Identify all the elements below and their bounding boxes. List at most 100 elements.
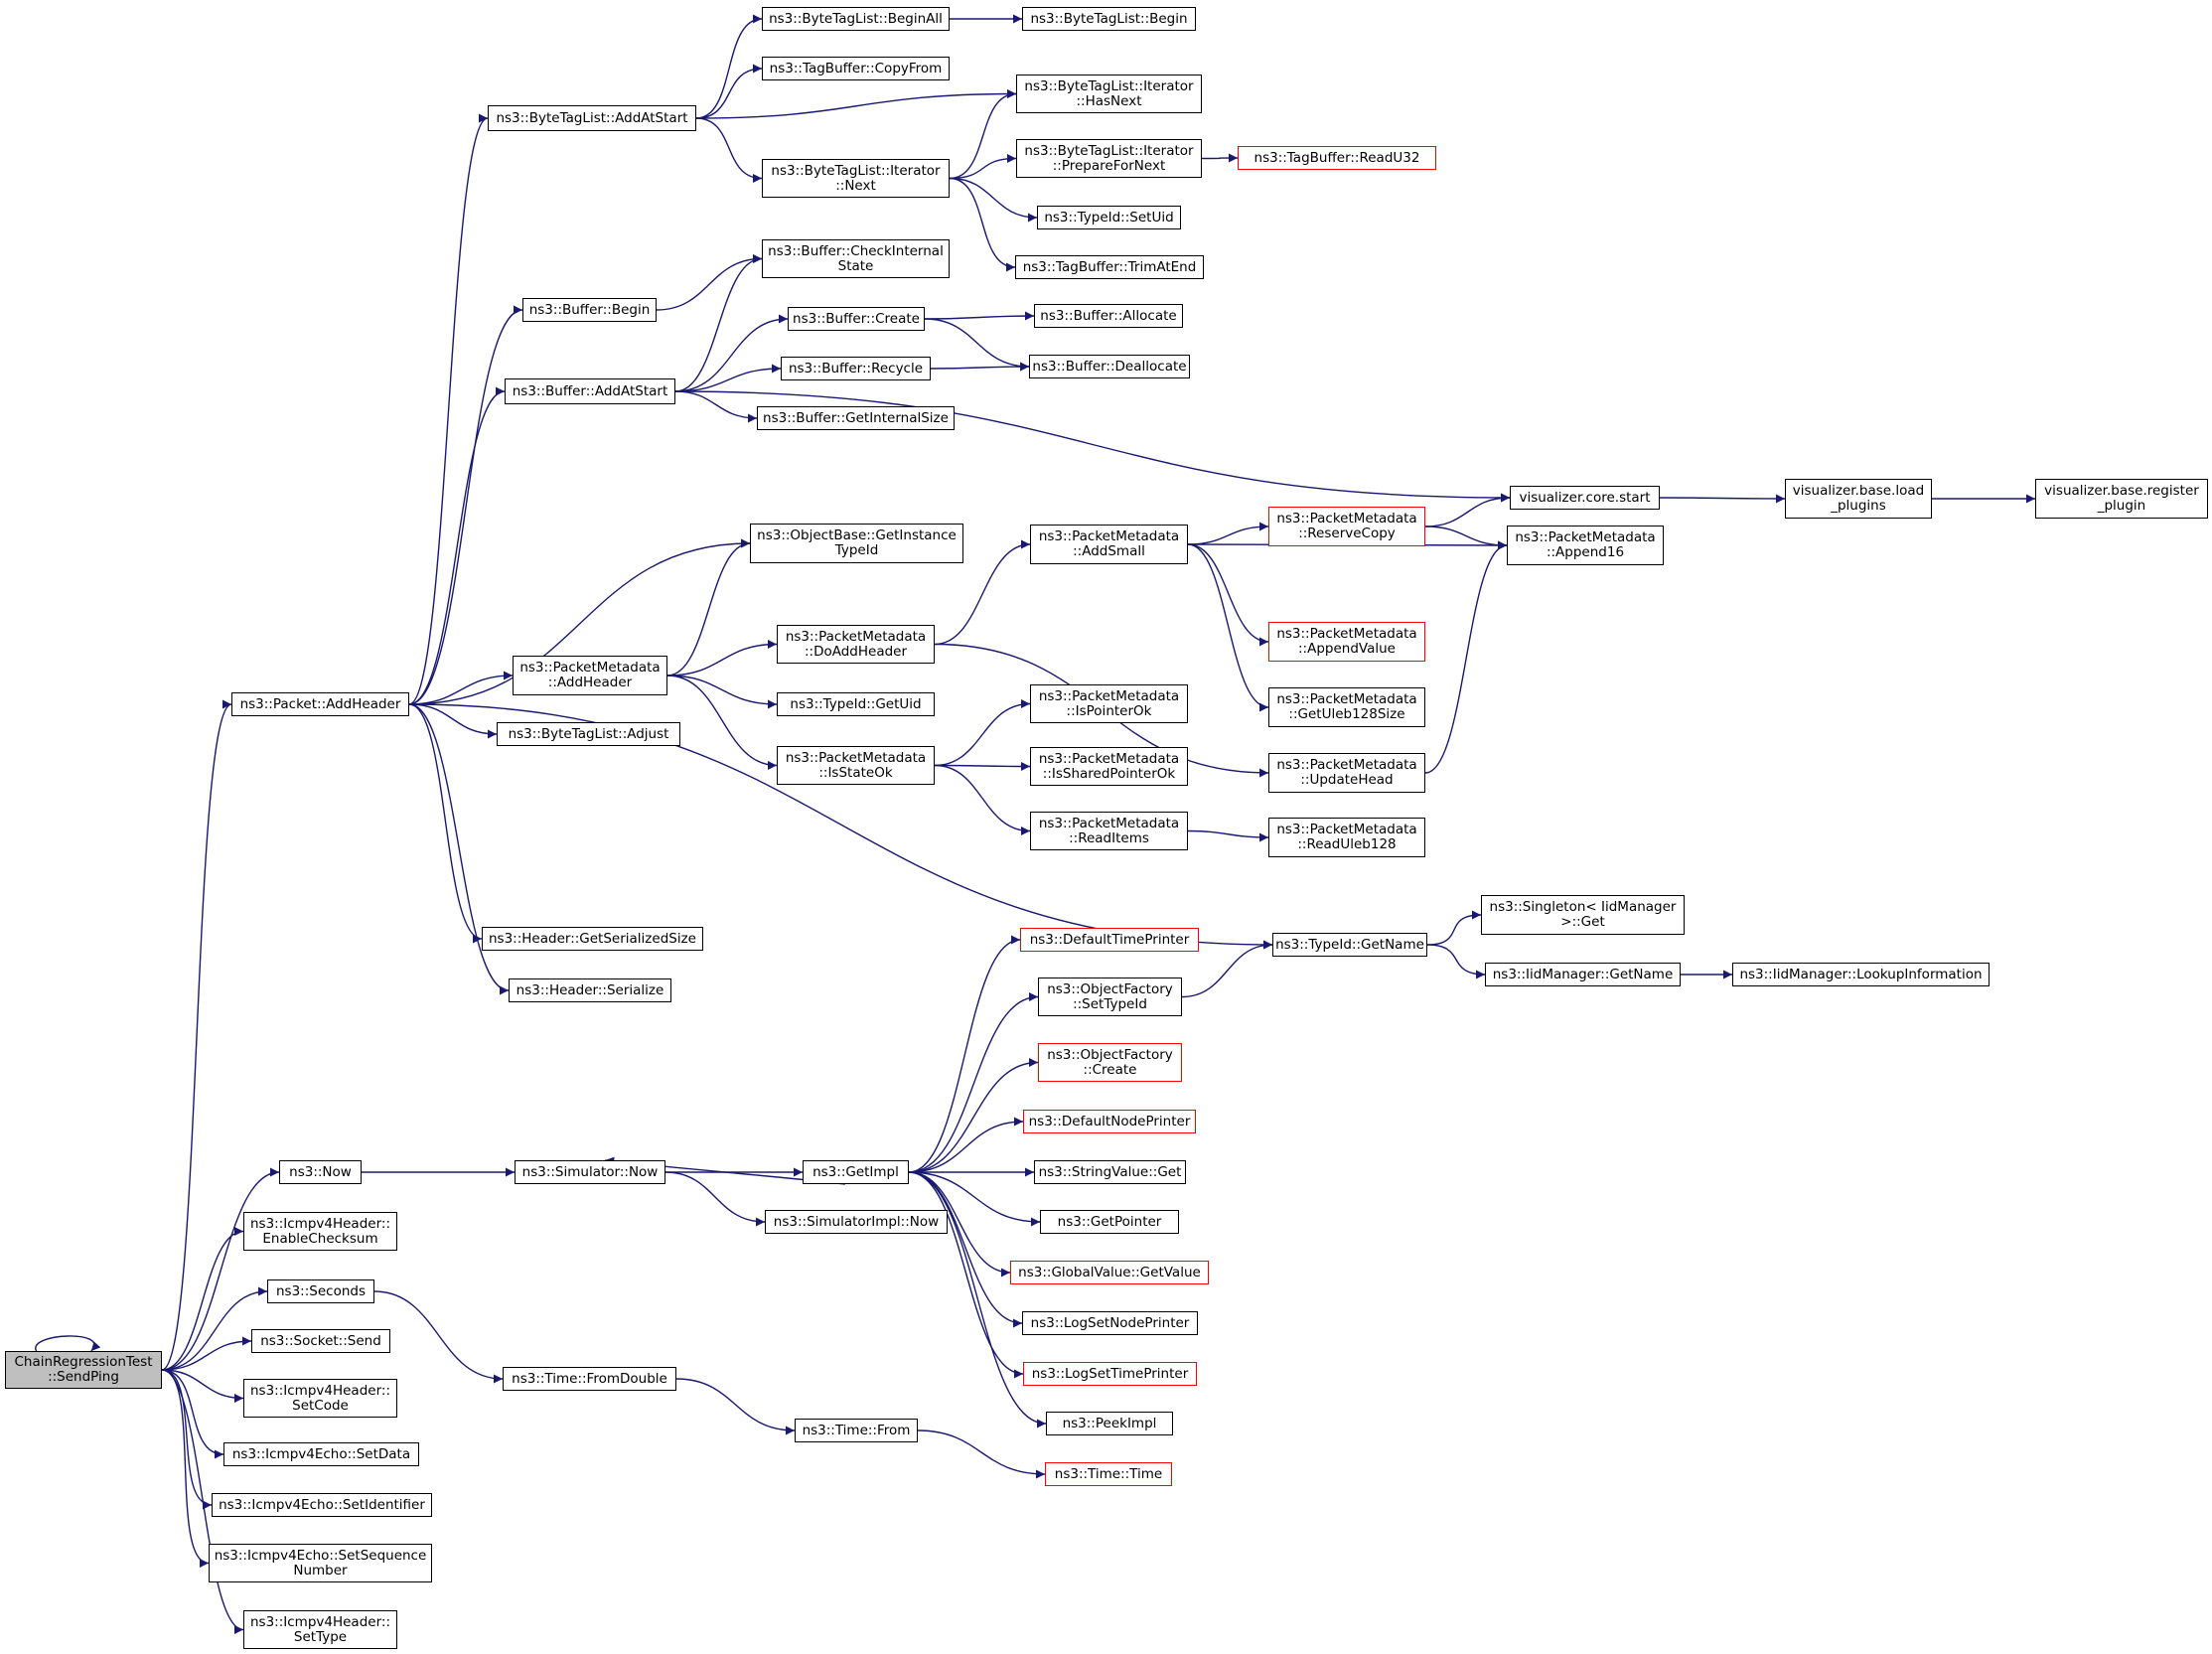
node-label: ns3::LogSetNodePrinter — [1030, 1314, 1190, 1331]
node-label: ns3::PacketMetadata — [1038, 687, 1180, 704]
node-label: ns3::Header::Serialize — [516, 981, 664, 998]
node-btl-it-prepare[interactable]: ns3::ByteTagList::Iterator::PrepareForNe… — [1016, 139, 1202, 178]
node-label: State — [837, 257, 874, 274]
node-defaultnodeprinter[interactable]: ns3::DefaultNodePrinter — [1023, 1110, 1196, 1133]
node-label: ns3::PacketMetadata — [1276, 626, 1417, 642]
node-label: ::DoAddHeader — [804, 643, 908, 660]
node-time-time[interactable]: ns3::Time::Time — [1045, 1462, 1172, 1486]
node-getimpl[interactable]: ns3::GetImpl — [803, 1160, 909, 1184]
edge-root-to-addheader — [161, 699, 232, 1371]
node-logsetnodeprinter[interactable]: ns3::LogSetNodePrinter — [1022, 1311, 1198, 1335]
node-pm-ispointerok[interactable]: ns3::PacketMetadata::IsPointerOk — [1030, 684, 1188, 723]
node-label: visualizer.base.register — [2044, 483, 2199, 499]
node-addheader[interactable]: ns3::Packet::AddHeader — [231, 692, 409, 716]
node-buf-recycle[interactable]: ns3::Buffer::Recycle — [781, 357, 931, 380]
node-iid-getname[interactable]: ns3::IidManager::GetName — [1485, 963, 1681, 986]
node-pm-appendvalue[interactable]: ns3::PacketMetadata::AppendValue — [1268, 622, 1425, 662]
node-defaulttimeprinter[interactable]: ns3::DefaultTimePrinter — [1020, 928, 1199, 952]
node-pm-append16[interactable]: ns3::PacketMetadata::Append16 — [1507, 526, 1664, 565]
node-buf-deallocate[interactable]: ns3::Buffer::Deallocate — [1029, 355, 1190, 378]
node-viz-registerplugin[interactable]: visualizer.base.register_plugin — [2035, 479, 2208, 519]
node-root: ChainRegressionTest::SendPing — [5, 1351, 162, 1389]
node-label: ns3::ObjectBase::GetInstance — [757, 527, 957, 543]
node-btl-it-next[interactable]: ns3::ByteTagList::Iterator::Next — [762, 159, 950, 198]
node-settype[interactable]: ns3::Icmpv4Header::SetType — [243, 1610, 397, 1649]
node-tb-copyfrom[interactable]: ns3::TagBuffer::CopyFrom — [762, 57, 950, 80]
node-tb-trimatend[interactable]: ns3::TagBuffer::TrimAtEnd — [1015, 255, 1204, 279]
node-label: ns3::Time::From — [802, 1422, 911, 1438]
node-label: ns3::Socket::Send — [260, 1332, 381, 1349]
node-pm-addsmall[interactable]: ns3::PacketMetadata::AddSmall — [1030, 525, 1188, 564]
node-buf-create[interactable]: ns3::Buffer::Create — [788, 307, 925, 331]
node-setcode[interactable]: ns3::Icmpv4Header::SetCode — [243, 1379, 397, 1418]
node-tb-readu32[interactable]: ns3::TagBuffer::ReadU32 — [1238, 146, 1436, 170]
node-btl-it-hasnext[interactable]: ns3::ByteTagList::Iterator::HasNext — [1016, 75, 1202, 113]
node-label: ::AppendValue — [1298, 641, 1396, 657]
node-buf-addatstart[interactable]: ns3::Buffer::AddAtStart — [505, 378, 675, 404]
edge-addheader-to-btl-adjust — [408, 703, 498, 739]
node-iid-lookup[interactable]: ns3::IidManager::LookupInformation — [1732, 963, 1990, 986]
node-typeid-getname[interactable]: ns3::TypeId::GetName — [1272, 933, 1427, 957]
node-singleton-get[interactable]: ns3::Singleton< IidManager>::Get — [1481, 895, 1685, 935]
node-pm-readitems[interactable]: ns3::PacketMetadata::ReadItems — [1030, 812, 1188, 850]
node-viz-core-start[interactable]: visualizer.core.start — [1510, 486, 1660, 510]
node-viz-loadplugins[interactable]: visualizer.base.load_plugins — [1785, 479, 1932, 519]
node-btl-addatstart[interactable]: ns3::ByteTagList::AddAtStart — [488, 105, 696, 131]
edge-root-to-root — [35, 1335, 101, 1352]
node-label: ns3::Header::GetSerializedSize — [489, 930, 696, 947]
node-buf-getinternalsize[interactable]: ns3::Buffer::GetInternalSize — [757, 406, 955, 430]
node-time-fromdouble[interactable]: ns3::Time::FromDouble — [503, 1367, 676, 1391]
node-label: ns3::Time::FromDouble — [512, 1370, 667, 1387]
edge-root-to-setidentifier — [161, 1369, 213, 1510]
edge-buf-addatstart-to-buf-getinternalsize — [674, 390, 758, 423]
node-logsettimeprinter[interactable]: ns3::LogSetTimePrinter — [1023, 1362, 1197, 1386]
node-pm-doaddheader[interactable]: ns3::PacketMetadata::DoAddHeader — [777, 625, 935, 664]
node-label: ns3::Now — [289, 1163, 352, 1180]
node-socketsend[interactable]: ns3::Socket::Send — [251, 1329, 390, 1353]
node-btl-beginall[interactable]: ns3::ByteTagList::BeginAll — [762, 7, 950, 31]
node-enablechecksum[interactable]: ns3::Icmpv4Header::EnableChecksum — [243, 1212, 397, 1251]
node-label: ::ReadItems — [1069, 829, 1149, 846]
node-setidentifier[interactable]: ns3::Icmpv4Echo::SetIdentifier — [212, 1493, 432, 1517]
node-sim-now[interactable]: ns3::Simulator::Now — [515, 1160, 665, 1184]
node-pm-readuleb128[interactable]: ns3::PacketMetadata::ReadUleb128 — [1268, 818, 1425, 857]
node-label: ns3::Singleton< IidManager — [1489, 899, 1677, 915]
node-pm-updatehead[interactable]: ns3::PacketMetadata::UpdateHead — [1268, 753, 1425, 793]
node-hdr-serialize[interactable]: ns3::Header::Serialize — [509, 978, 671, 1002]
node-seconds[interactable]: ns3::Seconds — [267, 1279, 374, 1303]
edge-btl-addatstart-to-btl-it-hasnext — [695, 89, 1017, 119]
node-btl-begin[interactable]: ns3::ByteTagList::Begin — [1022, 7, 1196, 31]
node-globalvalue-getvalue[interactable]: ns3::GlobalValue::GetValue — [1010, 1261, 1209, 1284]
node-now[interactable]: ns3::Now — [279, 1160, 362, 1184]
node-btl-adjust[interactable]: ns3::ByteTagList::Adjust — [497, 722, 680, 746]
node-pm-addheader[interactable]: ns3::PacketMetadata::AddHeader — [513, 656, 667, 695]
node-peekimpl[interactable]: ns3::PeekImpl — [1046, 1412, 1173, 1435]
node-pm-reservecopy[interactable]: ns3::PacketMetadata::ReserveCopy — [1268, 507, 1425, 546]
node-pm-issharedpointerok[interactable]: ns3::PacketMetadata::IsSharedPointerOk — [1030, 747, 1188, 786]
node-label: ns3::DefaultTimePrinter — [1029, 931, 1190, 948]
node-label: ns3::PacketMetadata — [785, 628, 927, 645]
node-hdr-getsize[interactable]: ns3::Header::GetSerializedSize — [482, 927, 703, 951]
node-label: ns3::IidManager::GetName — [1492, 966, 1674, 982]
edge-root-to-enablechecksum — [161, 1227, 244, 1371]
node-of-create[interactable]: ns3::ObjectFactory::Create — [1038, 1043, 1182, 1082]
node-of-settypeid[interactable]: ns3::ObjectFactory::SetTypeId — [1038, 977, 1182, 1016]
node-time-from[interactable]: ns3::Time::From — [795, 1419, 918, 1442]
node-getpointer[interactable]: ns3::GetPointer — [1040, 1210, 1179, 1234]
node-buf-allocate[interactable]: ns3::Buffer::Allocate — [1034, 304, 1183, 328]
node-typeid-getuid[interactable]: ns3::TypeId::GetUid — [777, 692, 935, 716]
edge-buf-addatstart-to-viz-core-start — [674, 390, 1511, 503]
edge-pm-readitems-to-pm-readuleb128 — [1187, 829, 1269, 842]
node-setdata[interactable]: ns3::Icmpv4Echo::SetData — [223, 1442, 419, 1466]
node-buf-begin[interactable]: ns3::Buffer::Begin — [522, 298, 657, 322]
edge-btl-it-prepare-to-tb-readu32 — [1201, 153, 1239, 163]
node-pm-isstateok[interactable]: ns3::PacketMetadata::IsStateOk — [777, 746, 935, 785]
node-stringvalue-get[interactable]: ns3::StringValue::Get — [1034, 1160, 1186, 1184]
node-typeid-setuid[interactable]: ns3::TypeId::SetUid — [1037, 206, 1181, 229]
node-simimpl-now[interactable]: ns3::SimulatorImpl::Now — [765, 1210, 948, 1234]
node-pm-getuleb128size[interactable]: ns3::PacketMetadata::GetUleb128Size — [1268, 687, 1425, 727]
node-label: SetType — [293, 1628, 348, 1645]
